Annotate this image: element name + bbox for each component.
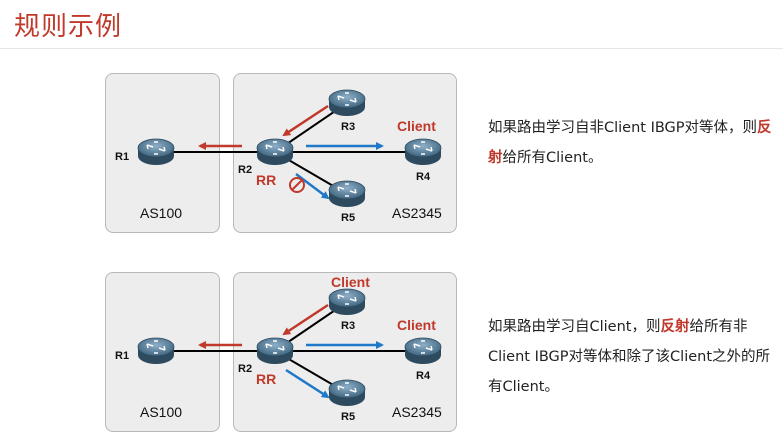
arrow-r2-to-r5 xyxy=(285,368,330,399)
diagram-1: R1 R2 R3 R4 R5 RR Client AS100 AS2345 xyxy=(115,89,442,224)
label-r3: R3 xyxy=(341,320,355,332)
label-rr: RR xyxy=(256,172,276,188)
router-icon-r3 xyxy=(328,89,366,117)
label-r1: R1 xyxy=(115,151,129,163)
router-icon-r5 xyxy=(328,180,366,208)
label-r1: R1 xyxy=(115,350,129,362)
router-icon-r5 xyxy=(328,379,366,407)
arrow-r2-to-r5 xyxy=(295,173,330,200)
label-r3-client: Client xyxy=(331,274,370,290)
router-icon-r4 xyxy=(404,138,442,166)
diagram-2: R1 R2 R3 R4 R5 RR Client Client AS100 AS… xyxy=(115,274,442,423)
label-as100: AS100 xyxy=(140,404,182,420)
desc2-text-before: 如果路由学习自Client，则 xyxy=(488,319,661,335)
label-r3: R3 xyxy=(341,121,355,133)
rule-description-1: 如果路由学习自非Client IBGP对等体，则反射给所有Client。 xyxy=(488,113,780,173)
label-as2345: AS2345 xyxy=(392,205,442,221)
label-as2345: AS2345 xyxy=(392,404,442,420)
label-rr: RR xyxy=(256,371,276,387)
router-icon-r4 xyxy=(404,337,442,365)
router-icon-r3 xyxy=(328,288,366,316)
router-icon-r1 xyxy=(137,337,175,365)
label-r4: R4 xyxy=(416,370,431,382)
label-r2: R2 xyxy=(238,164,252,176)
label-r5: R5 xyxy=(341,212,355,224)
desc1-highlight: 反射 xyxy=(488,120,772,166)
label-r4: R4 xyxy=(416,171,431,183)
arrow-r3-to-r2 xyxy=(282,104,329,137)
title-divider xyxy=(0,48,783,49)
label-r4-client: Client xyxy=(397,118,436,134)
label-r4-client: Client xyxy=(397,317,436,333)
router-icon-r1 xyxy=(137,138,175,166)
page-title: 规则示例 xyxy=(14,12,123,42)
label-r2: R2 xyxy=(238,363,252,375)
label-as100: AS100 xyxy=(140,205,182,221)
blocked-icon xyxy=(289,177,305,193)
router-icon-r2 xyxy=(256,337,294,365)
desc1-text-after: 给所有Client。 xyxy=(502,150,603,166)
desc2-highlight: 反射 xyxy=(660,319,690,335)
arrow-r3-to-r2 xyxy=(282,303,329,336)
desc1-text-before: 如果路由学习自非Client IBGP对等体，则 xyxy=(488,120,758,136)
router-icon-r2 xyxy=(256,138,294,166)
rule-description-2: 如果路由学习自Client，则反射给所有非Client IBGP对等体和除了该C… xyxy=(488,312,780,402)
label-r5: R5 xyxy=(341,411,355,423)
desc2-text-after: 给所有非Client IBGP对等体和除了该Client之外的所有Client。 xyxy=(488,319,771,395)
